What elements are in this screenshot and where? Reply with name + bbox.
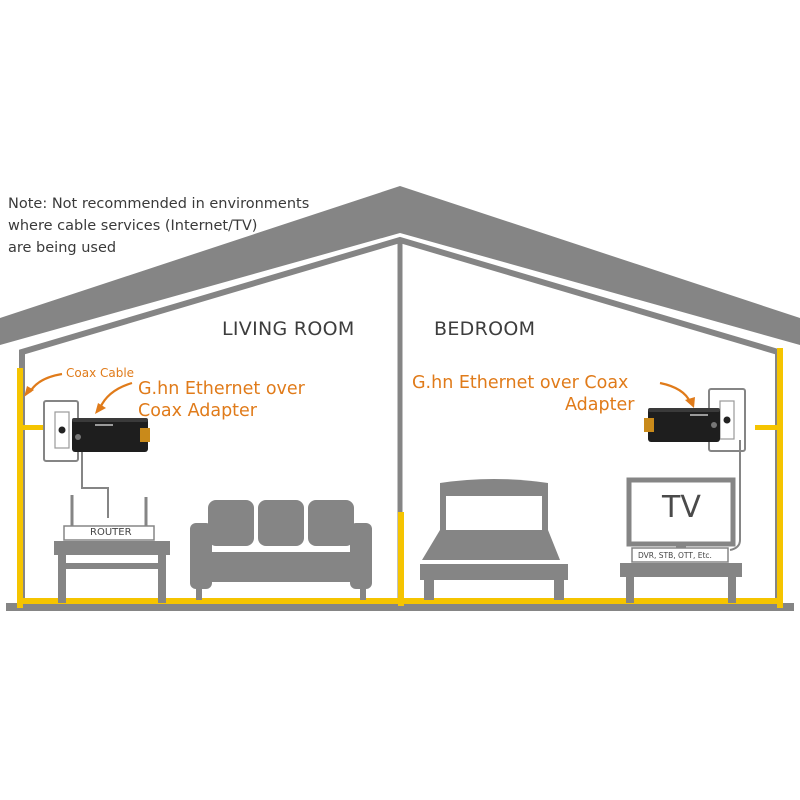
left-adapter-label-line-1: G.hn Ethernet over — [138, 379, 305, 399]
coax-cable-label: Coax Cable — [66, 366, 135, 380]
tv-coax-cable — [729, 440, 741, 551]
left-adapter-label-line-2: Coax Adapter — [138, 401, 257, 421]
living-room-label: LIVING ROOM — [222, 318, 355, 340]
tv-label: TV — [662, 490, 701, 525]
note-line-1: Note: Not recommended in environments — [8, 196, 310, 212]
right-adapter — [644, 408, 720, 442]
bed — [420, 479, 568, 600]
coax-cable-runs — [17, 348, 783, 608]
router — [63, 495, 155, 541]
set-top-box — [631, 547, 729, 563]
set-top-box-label: DVR, STB, OTT, Etc. — [638, 551, 712, 560]
right-adapter-label-line-1: G.hn Ethernet over Coax — [412, 373, 629, 393]
arrowheads — [24, 386, 695, 414]
right-adapter-arrow — [659, 381, 692, 403]
router-ethernet-cable — [81, 452, 109, 518]
right-adapter-label-line-2: Adapter — [565, 395, 635, 415]
side-table — [54, 541, 170, 603]
left-adapter-arrow — [98, 381, 133, 409]
tv-stand — [620, 563, 742, 603]
note-line-2: where cable services (Internet/TV) — [8, 218, 258, 234]
note-text: Note: Not recommended in environments wh… — [8, 193, 338, 259]
note-line-3: are being used — [8, 240, 117, 256]
bedroom-label: BEDROOM — [434, 318, 536, 340]
left-coax-outlet — [43, 400, 79, 462]
floor — [6, 603, 794, 611]
sofa — [190, 500, 372, 600]
router-label: ROUTER — [90, 527, 132, 538]
left-adapter — [72, 418, 150, 452]
coax-cable-arrow — [29, 372, 63, 393]
tv — [626, 477, 736, 552]
roof — [0, 186, 800, 345]
